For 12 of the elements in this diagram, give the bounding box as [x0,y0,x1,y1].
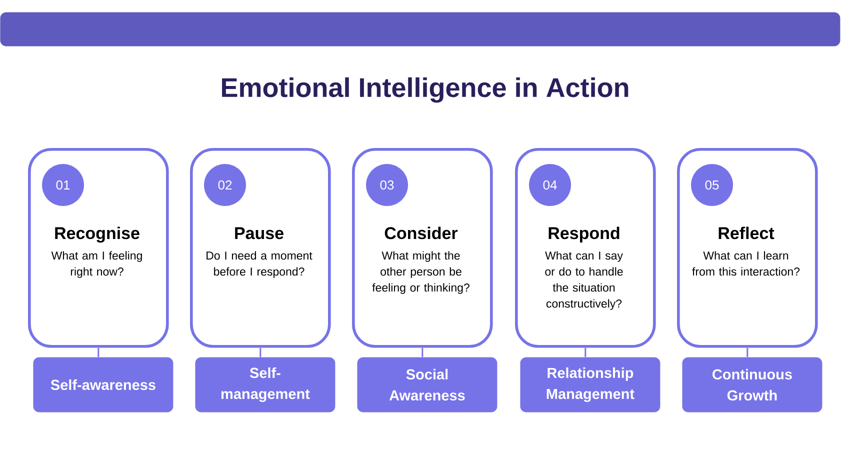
banner [0,12,840,46]
connector-line [260,348,262,357]
label-box: Relationship Management [520,357,660,412]
title: Emotional Intelligence in Action [222,77,628,103]
connector-line [746,348,748,357]
label-box: Continuous Growth [682,357,822,412]
label-box: Self-awareness [33,357,174,412]
label-box: Self-management [195,357,336,412]
label-box: Social Awareness [357,357,498,412]
connector-line [584,348,586,357]
connector-line [422,348,424,357]
connector-line [98,348,100,357]
